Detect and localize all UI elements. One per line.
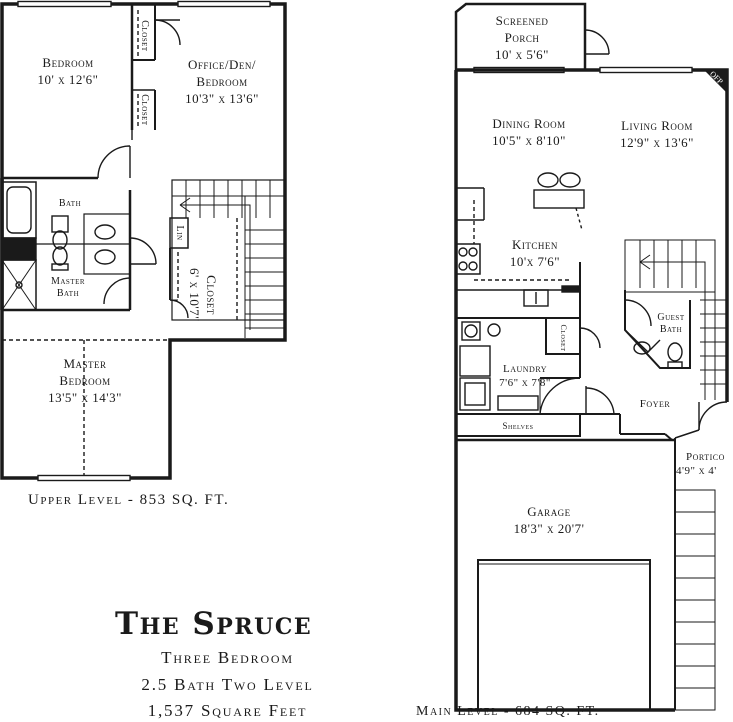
bath-label: Bath bbox=[58, 198, 82, 209]
master-bath-name-1: Master bbox=[50, 276, 86, 287]
laundry-size: 7'6" x 7'8" bbox=[499, 377, 551, 389]
office-name-2: Bedroom bbox=[196, 74, 248, 89]
guest-bath-label: Guest Bath bbox=[646, 312, 696, 336]
portico-name: Portico bbox=[686, 451, 725, 463]
portico-label: Portico 4'9" x 4' bbox=[676, 450, 732, 478]
master-bedroom-name-1: Master bbox=[63, 356, 107, 371]
dining-room-name: Dining Room bbox=[492, 116, 566, 131]
plan-title: The Spruce bbox=[115, 606, 313, 642]
upper-level-plan bbox=[0, 0, 287, 482]
dining-room-label: Dining Room 10'5" x 8'10" bbox=[470, 115, 588, 149]
hall-closet-name: Closet bbox=[204, 275, 219, 315]
subtitle-baths: 2.5 Bath Two Level bbox=[141, 675, 314, 694]
main-level-caption: Main Level - 684 SQ. FT. bbox=[416, 704, 600, 719]
bedroom-name: Bedroom bbox=[42, 55, 94, 70]
dining-room-size: 10'5" x 8'10" bbox=[492, 133, 566, 148]
laundry-label: Laundry 7'6" x 7'8" bbox=[492, 362, 558, 390]
screened-porch-name-1: Screened bbox=[495, 13, 549, 28]
subtitle-bedrooms: Three Bedroom bbox=[161, 648, 294, 667]
subtitle-square-feet: 1,537 Square Feet bbox=[147, 701, 308, 720]
garage-label: Garage 18'3" x 20'7' bbox=[494, 503, 604, 537]
bedroom-label: Bedroom 10' x 12'6" bbox=[20, 54, 116, 88]
upper-level-caption: Upper Level - 853 SQ. FT. bbox=[28, 492, 230, 508]
closet-b-label: Closet bbox=[139, 94, 150, 126]
office-size: 10'3" x 13'6" bbox=[185, 91, 259, 106]
hall-closet-size: 6' x 10'7" bbox=[187, 268, 202, 322]
portico-size: 4'9" x 4' bbox=[676, 465, 717, 477]
screened-porch-size: 10' x 5'6" bbox=[495, 47, 549, 62]
office-name-1: Office/Den/ bbox=[187, 57, 256, 72]
office-label: Office/Den/ Bedroom 10'3" x 13'6" bbox=[160, 56, 284, 107]
kitchen-label: Kitchen 10'x 7'6" bbox=[492, 236, 578, 270]
closet-a-label: Closet bbox=[139, 20, 150, 52]
master-bedroom-name-2: Bedroom bbox=[59, 373, 111, 388]
master-bath-name-2: Bath bbox=[56, 288, 80, 299]
kitchen-name: Kitchen bbox=[512, 237, 558, 252]
master-bath-label: Master Bath bbox=[38, 276, 98, 300]
master-bedroom-size: 13'5" x 14'3" bbox=[48, 390, 122, 405]
shelves-label: Shelves bbox=[502, 421, 534, 431]
main-level-plan bbox=[454, 2, 729, 712]
master-bedroom-label: Master Bedroom 13'5" x 14'3" bbox=[20, 355, 150, 406]
guest-bath-name-2: Bath bbox=[659, 324, 683, 335]
garage-size: 18'3" x 20'7' bbox=[513, 521, 585, 536]
lin-label: Lin bbox=[174, 225, 185, 241]
living-room-label: Living Room 12'9" x 13'6" bbox=[598, 117, 716, 151]
garage-name: Garage bbox=[527, 504, 571, 519]
foyer-label: Foyer bbox=[639, 398, 671, 410]
bedroom-size: 10' x 12'6" bbox=[37, 72, 99, 87]
screened-porch-label: Screened Porch 10' x 5'6" bbox=[470, 12, 574, 63]
closet-label: Closet bbox=[559, 324, 568, 352]
guest-bath-name-1: Guest bbox=[657, 312, 685, 323]
kitchen-size: 10'x 7'6" bbox=[509, 254, 561, 269]
screened-porch-name-2: Porch bbox=[504, 30, 540, 45]
living-room-size: 12'9" x 13'6" bbox=[620, 135, 694, 150]
laundry-name: Laundry bbox=[502, 363, 547, 375]
hall-closet-label: Closet 6' x 10'7" bbox=[186, 250, 220, 340]
living-room-name: Living Room bbox=[621, 118, 693, 133]
